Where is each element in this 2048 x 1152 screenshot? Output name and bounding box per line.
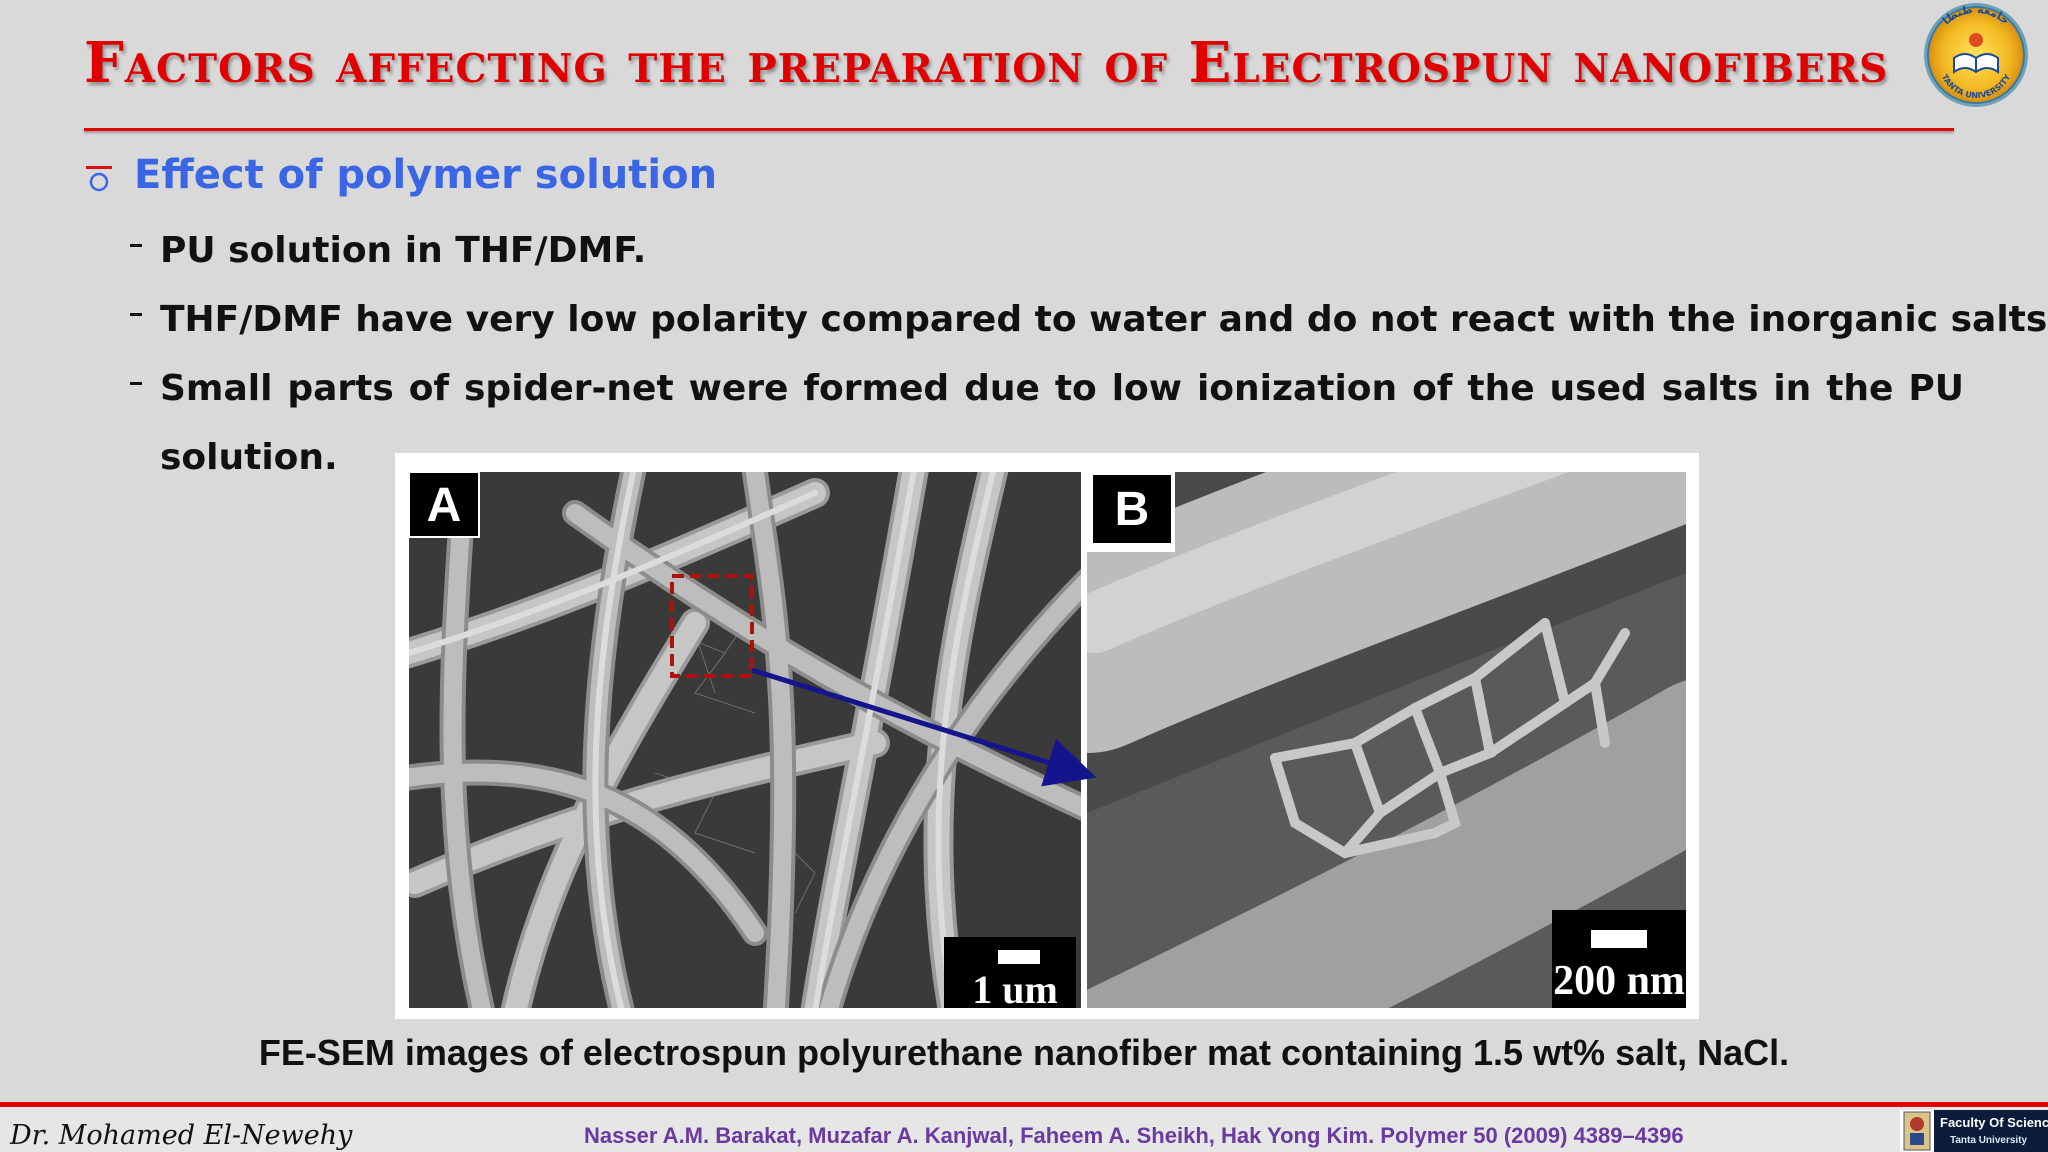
university-logo: جامعة طنطا TANTA UNIVERSITY xyxy=(1924,3,2028,107)
footer-reference: Nasser A.M. Barakat, Muzafar A. Kanjwal,… xyxy=(584,1123,1684,1148)
section-heading: Effect of polymer solution xyxy=(134,152,718,198)
bullet-dash-icon xyxy=(130,244,142,247)
scale-bar-a xyxy=(998,950,1040,964)
figure-caption: FE-SEM images of electrospun polyurethan… xyxy=(258,1032,1790,1073)
footer-bar xyxy=(0,1107,2048,1152)
faculty-logo: Faculty Of Science Tanta University xyxy=(1900,1110,2048,1152)
slide-title: Factors affecting the preparation of Ele… xyxy=(84,30,1889,96)
bullet-item-continuation: solution. xyxy=(160,437,338,478)
scale-label-b: 200 nm xyxy=(1553,958,1685,1004)
bullet-item: PU solution in THF/DMF. xyxy=(160,230,647,271)
bullet-dash-icon xyxy=(130,313,142,316)
scale-label-a: 1 um xyxy=(972,967,1058,1012)
panel-a-label: A xyxy=(427,479,462,532)
zoom-selection-box xyxy=(670,574,754,678)
footer-divider xyxy=(0,1102,2048,1107)
bullet-item: THF/DMF have very low polarity compared … xyxy=(160,299,2048,340)
zoom-arrow xyxy=(751,667,1097,787)
panel-b-label: B xyxy=(1115,483,1150,536)
faculty-line2: Tanta University xyxy=(1950,1135,2027,1146)
sem-images: A 1 um xyxy=(408,471,1686,1012)
scale-bar-b xyxy=(1591,930,1647,948)
footer-author: Dr. Mohamed El-Newehy xyxy=(10,1120,353,1151)
faculty-line1: Faculty Of Science xyxy=(1940,1115,2048,1130)
title-underline xyxy=(84,128,1954,131)
bullet-dash-icon xyxy=(130,382,142,385)
sem-figure: A 1 um xyxy=(395,453,1699,1019)
section-bullet-icon xyxy=(86,166,112,192)
bullet-item: Small parts of spider-net were formed du… xyxy=(160,368,1964,409)
sem-panel-a xyxy=(409,472,1081,1008)
